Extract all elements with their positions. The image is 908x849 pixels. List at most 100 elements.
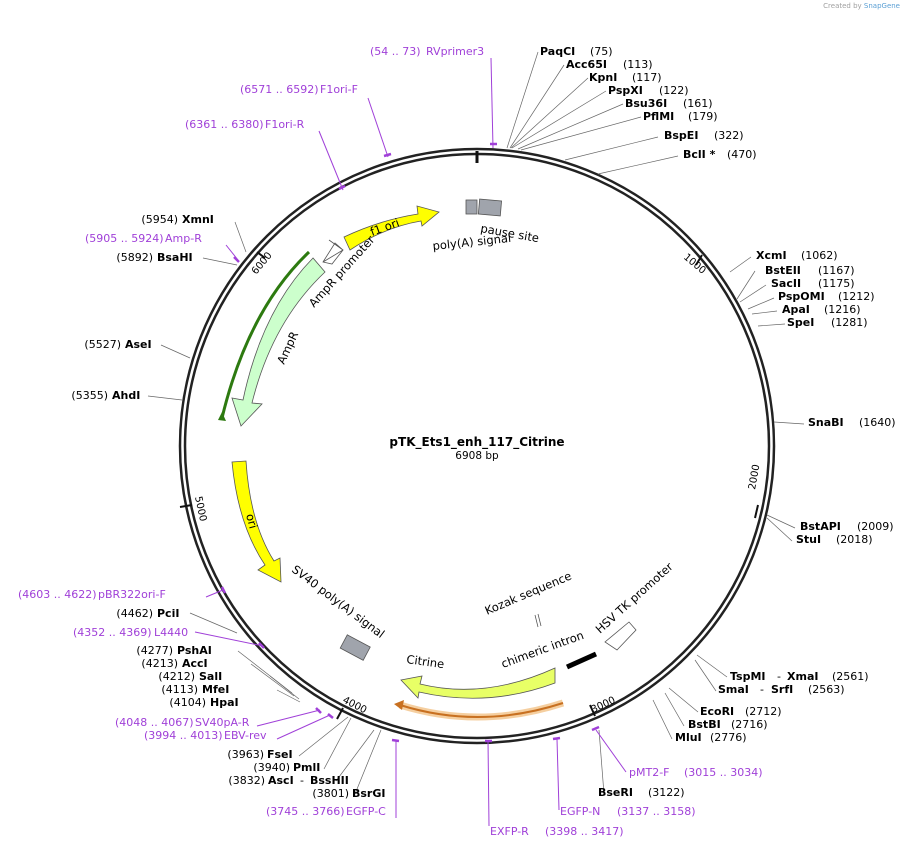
svg-text:(4277): (4277): [136, 644, 173, 657]
f1-ori-arrow[interactable]: [343, 205, 440, 251]
citrine-arrow[interactable]: [400, 667, 556, 699]
sv40-polyA-box[interactable]: [339, 634, 371, 661]
ampr-arrow[interactable]: [231, 257, 326, 427]
svg-text:(2716): (2716): [731, 718, 768, 731]
primer-label-f1ori-r[interactable]: (6361 .. 6380)F1ori-R: [185, 118, 305, 131]
enzyme-label-bspei[interactable]: BspEI (322): [664, 129, 744, 142]
svg-text:AseI: AseI: [125, 338, 152, 351]
enzyme-label-kpni[interactable]: KpnI(117): [589, 71, 662, 84]
svg-text:EBV-rev: EBV-rev: [224, 729, 267, 742]
ampr-promoter-arrow[interactable]: [322, 239, 344, 265]
chimeric-intron-bar[interactable]: [565, 651, 598, 670]
svg-text:L4440: L4440: [154, 626, 188, 639]
primer-label-egfp-c[interactable]: (3745 .. 3766)EGFP-C: [266, 805, 386, 818]
svg-text:BspEI: BspEI: [664, 129, 698, 142]
enzyme-label-bcli[interactable]: BclI *(470): [683, 148, 757, 161]
svg-text:BstAPI: BstAPI: [800, 520, 841, 533]
primer-label-ebv-rev[interactable]: (3994 .. 4013)EBV-rev: [144, 729, 267, 742]
enzyme-label-paqci[interactable]: PaqCI (75): [540, 45, 613, 58]
svg-text:(5892): (5892): [116, 251, 153, 264]
enzyme-label-xcmi[interactable]: XcmI(1062): [756, 249, 838, 262]
svg-text:BsrGI: BsrGI: [352, 787, 385, 800]
enzyme-label-bsu36i[interactable]: Bsu36I(161): [625, 97, 713, 110]
enzyme-label-apai[interactable]: ApaI(1216): [782, 303, 861, 316]
svg-text:(5355): (5355): [71, 389, 108, 402]
enzyme-label-pshai[interactable]: (4277)PshAI: [136, 644, 211, 657]
svg-text:(179): (179): [688, 110, 718, 123]
svg-text:XmaI: XmaI: [787, 670, 818, 683]
svg-text:(161): (161): [683, 97, 713, 110]
ori-arrow[interactable]: [231, 460, 282, 583]
enzyme-label-hpai[interactable]: (4104)HpaI: [169, 696, 238, 709]
hsv-tk-promoter-arrow[interactable]: [604, 621, 637, 651]
primer-label-sv40pa-r[interactable]: (4048 .. 4067)SV40pA-R: [115, 716, 250, 729]
svg-text:(3398 .. 3417): (3398 .. 3417): [545, 825, 624, 838]
primer-label-rvprimer3[interactable]: (54 .. 73)RVprimer3: [370, 45, 484, 58]
svg-text:Amp-R: Amp-R: [165, 232, 202, 245]
svg-text:PciI: PciI: [157, 607, 179, 620]
svg-text:(4352 .. 4369): (4352 .. 4369): [73, 626, 152, 639]
svg-text:SacII: SacII: [771, 277, 801, 290]
enzyme-label-pcii[interactable]: (4462)PciI: [116, 607, 179, 620]
svg-text:PspOMI: PspOMI: [778, 290, 825, 303]
enzyme-label-bsahi[interactable]: (5892)BsaHI: [116, 251, 192, 264]
svg-text:(322): (322): [714, 129, 744, 142]
enzyme-label-bseri[interactable]: BseRI(3122): [598, 786, 685, 799]
tick-2000: 2000: [747, 464, 762, 519]
enzyme-label-snabi[interactable]: SnaBI(1640): [808, 416, 896, 429]
enzyme-label-xmni[interactable]: (5954)XmnI: [141, 213, 213, 226]
primer-label-pmt2-f[interactable]: pMT2-F (3015 .. 3034): [629, 766, 763, 779]
enzyme-label-fsei[interactable]: (3963)FseI: [227, 748, 292, 761]
enzyme-label-mlui[interactable]: MluI(2776): [675, 731, 747, 744]
svg-text:BstBI: BstBI: [688, 718, 721, 731]
primer-label-f1ori-f[interactable]: (6571 .. 6592)F1ori-F: [240, 83, 358, 96]
primer-label-l4440[interactable]: (4352 .. 4369)L4440: [73, 626, 188, 639]
pause-site-box[interactable]: [465, 199, 478, 215]
svg-text:(3015 .. 3034): (3015 .. 3034): [684, 766, 763, 779]
svg-text:PaqCI: PaqCI: [540, 45, 575, 58]
svg-text:-: -: [300, 774, 304, 787]
svg-text:BstEII: BstEII: [765, 264, 801, 277]
kozak-mark-a: [534, 614, 539, 628]
enzyme-label-asei[interactable]: (5527) AseI: [84, 338, 151, 351]
svg-text:(5527): (5527): [84, 338, 121, 351]
svg-text:(1212): (1212): [838, 290, 875, 303]
enzyme-label-bstapi[interactable]: BstAPI(2009): [800, 520, 894, 533]
enzyme-label-pflmi[interactable]: PflMI(179): [643, 110, 718, 123]
svg-text:AhdI: AhdI: [112, 389, 140, 402]
enzyme-label-bsrgi[interactable]: (3801)BsrGI: [312, 787, 385, 800]
enzyme-label-smai-srfi[interactable]: SmaI-SrfI(2563): [718, 683, 845, 696]
enzyme-label-pmli[interactable]: (3940)PmlI: [253, 761, 320, 774]
enzyme-label-acci[interactable]: (4213)AccI: [141, 657, 207, 670]
enzyme-label-pspomi[interactable]: PspOMI (1212): [778, 290, 875, 303]
enzyme-label-spei[interactable]: SpeI(1281): [787, 316, 868, 329]
svg-text:pMT2-F: pMT2-F: [629, 766, 670, 779]
enzyme-label-ahdi[interactable]: (5355) AhdI: [71, 389, 140, 402]
enzyme-label-acc65i[interactable]: Acc65I(113): [566, 58, 653, 71]
enzyme-label-sacii[interactable]: SacII(1175): [771, 277, 855, 290]
enzyme-label-stui[interactable]: StuI(2018): [796, 533, 873, 546]
primer-label-pbr322ori-f[interactable]: (4603 .. 4622)pBR322ori-F: [18, 588, 166, 601]
svg-text:(1062): (1062): [801, 249, 838, 262]
enzyme-label-tspmi-xmai[interactable]: TspMI-XmaI(2561): [730, 670, 869, 683]
svg-text:KpnI: KpnI: [589, 71, 617, 84]
svg-text:(4212): (4212): [158, 670, 195, 683]
hsv-tk-promoter-label: HSV TK promoter: [593, 559, 676, 636]
svg-text:(1281): (1281): [831, 316, 868, 329]
enzyme-label-asci-bsshii[interactable]: (3832)AscI-BssHII: [228, 774, 348, 787]
primer-label-egfp-n[interactable]: EGFP-N(3137 .. 3158): [560, 805, 696, 818]
enzyme-label-bstbi[interactable]: BstBI (2716): [688, 718, 768, 731]
enzyme-label-pspxi[interactable]: PspXI(122): [608, 84, 689, 97]
primer-label-exfp-r[interactable]: EXFP-R(3398 .. 3417): [490, 825, 624, 838]
enzyme-label-sali[interactable]: (4212)SalI: [158, 670, 222, 683]
polyA-signal-box[interactable]: [477, 198, 503, 217]
svg-text:MfeI: MfeI: [202, 683, 229, 696]
enzyme-label-bsteii[interactable]: BstEII(1167): [765, 264, 855, 277]
svg-text:BclI *: BclI *: [683, 148, 716, 161]
svg-text:(75): (75): [590, 45, 613, 58]
enzyme-label-ecori[interactable]: EcoRI(2712): [700, 705, 782, 718]
svg-text:AccI: AccI: [182, 657, 208, 670]
primer-label-amp-r[interactable]: (5905 .. 5924)Amp-R: [85, 232, 202, 245]
enzyme-label-mfei[interactable]: (4113)MfeI: [161, 683, 229, 696]
primer-leader-lines: [194, 57, 627, 827]
